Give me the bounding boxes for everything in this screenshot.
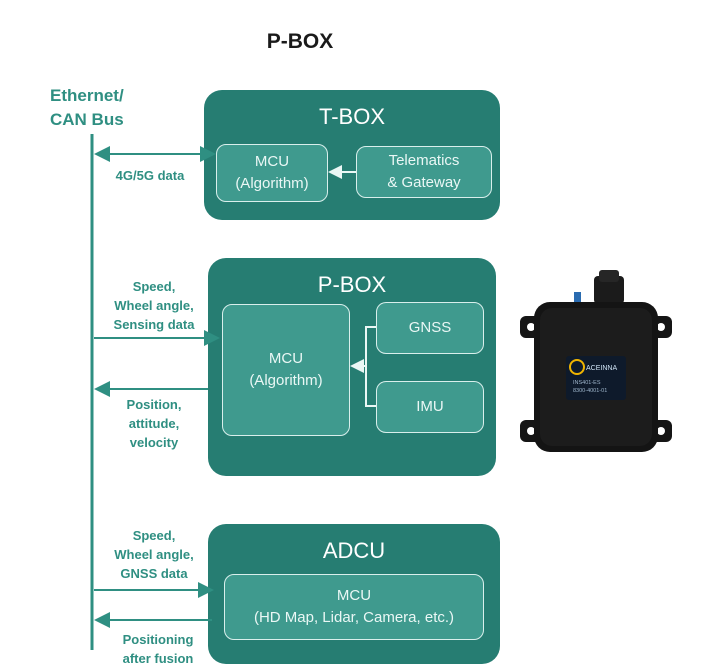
device-part-number: 8300-4001-01	[573, 388, 607, 394]
adcu-mcu: MCU (HD Map, Lidar, Camera, etc.)	[224, 574, 484, 640]
tbox-link-label: 4G/5G data	[115, 168, 185, 183]
tbox-block: T-BOX MCU (Algorithm) Telematics & Gatew…	[204, 90, 500, 220]
pbox-input-label: Speed, Wheel angle, Sensing data	[113, 279, 195, 332]
ins401-device-image: ACEINNA INS401-ES 8300-4001-01	[516, 270, 676, 455]
pbox-gnss: GNSS	[376, 302, 484, 354]
pbox-internal-connector	[365, 326, 376, 407]
device-illustration: ACEINNA INS401-ES 8300-4001-01	[520, 270, 672, 452]
bus-label: Ethernet/ CAN Bus	[50, 86, 124, 129]
pbox-output-label: Position, attitude, velocity	[126, 397, 182, 450]
tbox-title: T-BOX	[318, 104, 385, 129]
pbox-title: P-BOX	[317, 272, 387, 297]
adcu-input-label: Speed, Wheel angle, GNSS data	[114, 528, 194, 581]
tbox-mcu: MCU (Algorithm)	[216, 144, 328, 202]
pbox-imu: IMU	[376, 381, 484, 433]
device-model: INS401-ES	[573, 380, 601, 386]
device-logo: ACEINNA	[586, 365, 617, 372]
adcu-block: ADCU MCU (HD Map, Lidar, Camera, etc.)	[208, 524, 500, 664]
diagram-title: P-BOX	[266, 30, 334, 53]
pbox-mcu: MCU (Algorithm)	[222, 304, 350, 436]
tbox-telematics-gateway: Telematics & Gateway	[356, 146, 492, 198]
adcu-title: ADCU	[322, 538, 386, 563]
adcu-output-label: Positioning after fusion	[122, 632, 194, 666]
